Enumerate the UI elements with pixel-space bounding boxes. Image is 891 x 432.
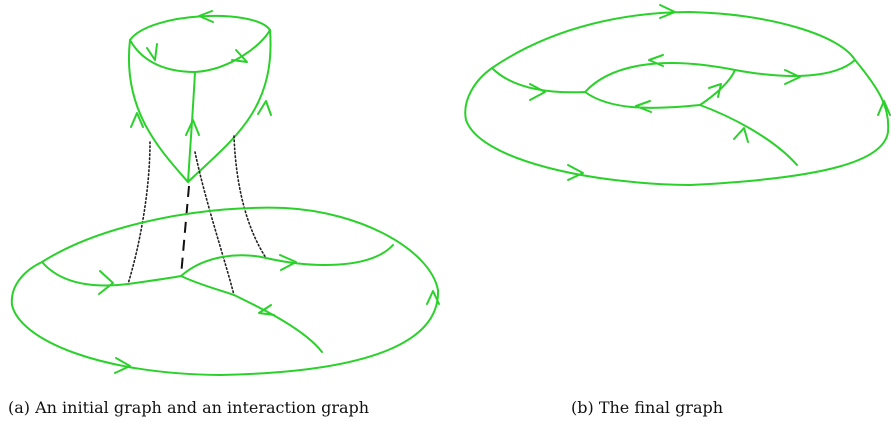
torus-a-lower-inner-edge bbox=[180, 275, 323, 353]
torus-graph-a bbox=[10, 206, 440, 376]
arrow-torus-b-branch-up bbox=[708, 83, 722, 98]
torus-b-middle-inner-edge bbox=[584, 91, 701, 109]
torus-a-upper-inner-edge bbox=[180, 244, 394, 277]
arrow-torus-a-outer-bottom bbox=[114, 357, 131, 374]
arrow-cup-rim-right bbox=[231, 49, 248, 63]
arrow-torus-a-upper-inner bbox=[279, 254, 297, 271]
torus-b-left-inner-edge bbox=[491, 67, 586, 94]
arrow-cup-rim-left bbox=[146, 43, 158, 61]
arrow-cup-right-side bbox=[257, 100, 272, 116]
cup-left-side-edge bbox=[127, 39, 189, 183]
arrow-torus-b-upper-right bbox=[784, 69, 801, 85]
arrow-torus-a-lower-inner bbox=[258, 304, 275, 316]
caption-subfigure-a: (a) An initial graph and an interaction … bbox=[8, 398, 370, 417]
arrow-torus-a-outer-right bbox=[426, 290, 440, 305]
dotted-connector-middle bbox=[194, 151, 235, 296]
arrow-torus-b-middle-inner bbox=[635, 100, 652, 113]
arrow-torus-b-outer-bottom bbox=[567, 164, 584, 181]
torus-b-branch-down-edge bbox=[699, 104, 798, 166]
arrow-torus-b-outer-top bbox=[659, 4, 676, 19]
cup-rim-edge bbox=[129, 14, 271, 73]
torus-b-outer-edge bbox=[464, 11, 890, 186]
cup-graph bbox=[127, 10, 272, 183]
dashed-connector bbox=[180, 185, 190, 277]
torus-graph-b bbox=[464, 4, 891, 186]
arrow-cup-rim-top bbox=[198, 10, 214, 23]
arrow-torus-b-outer-right bbox=[877, 100, 891, 116]
arrow-torus-b-branch-down bbox=[733, 127, 749, 143]
caption-subfigure-b: (b) The final graph bbox=[571, 398, 724, 417]
torus-b-branch-up-edge bbox=[699, 69, 736, 106]
arrow-cup-middle bbox=[185, 119, 200, 136]
torus-a-left-inner-edge bbox=[41, 261, 182, 287]
dotted-connector-left bbox=[127, 141, 151, 285]
arrow-torus-a-left-inner bbox=[98, 270, 114, 295]
cup-right-side-edge bbox=[187, 29, 272, 183]
torus-a-outer-edge bbox=[10, 206, 440, 376]
arrow-torus-b-left-inner bbox=[529, 83, 546, 101]
subfigure-a-initial-graph bbox=[10, 10, 440, 376]
subfigure-b-final-graph bbox=[464, 4, 891, 186]
interaction-connectors bbox=[127, 135, 267, 296]
arrow-torus-b-upper-inner bbox=[648, 54, 664, 67]
dotted-connector-right bbox=[233, 135, 267, 259]
cup-middle-edge bbox=[187, 71, 196, 183]
arrow-cup-left-side bbox=[130, 112, 144, 128]
